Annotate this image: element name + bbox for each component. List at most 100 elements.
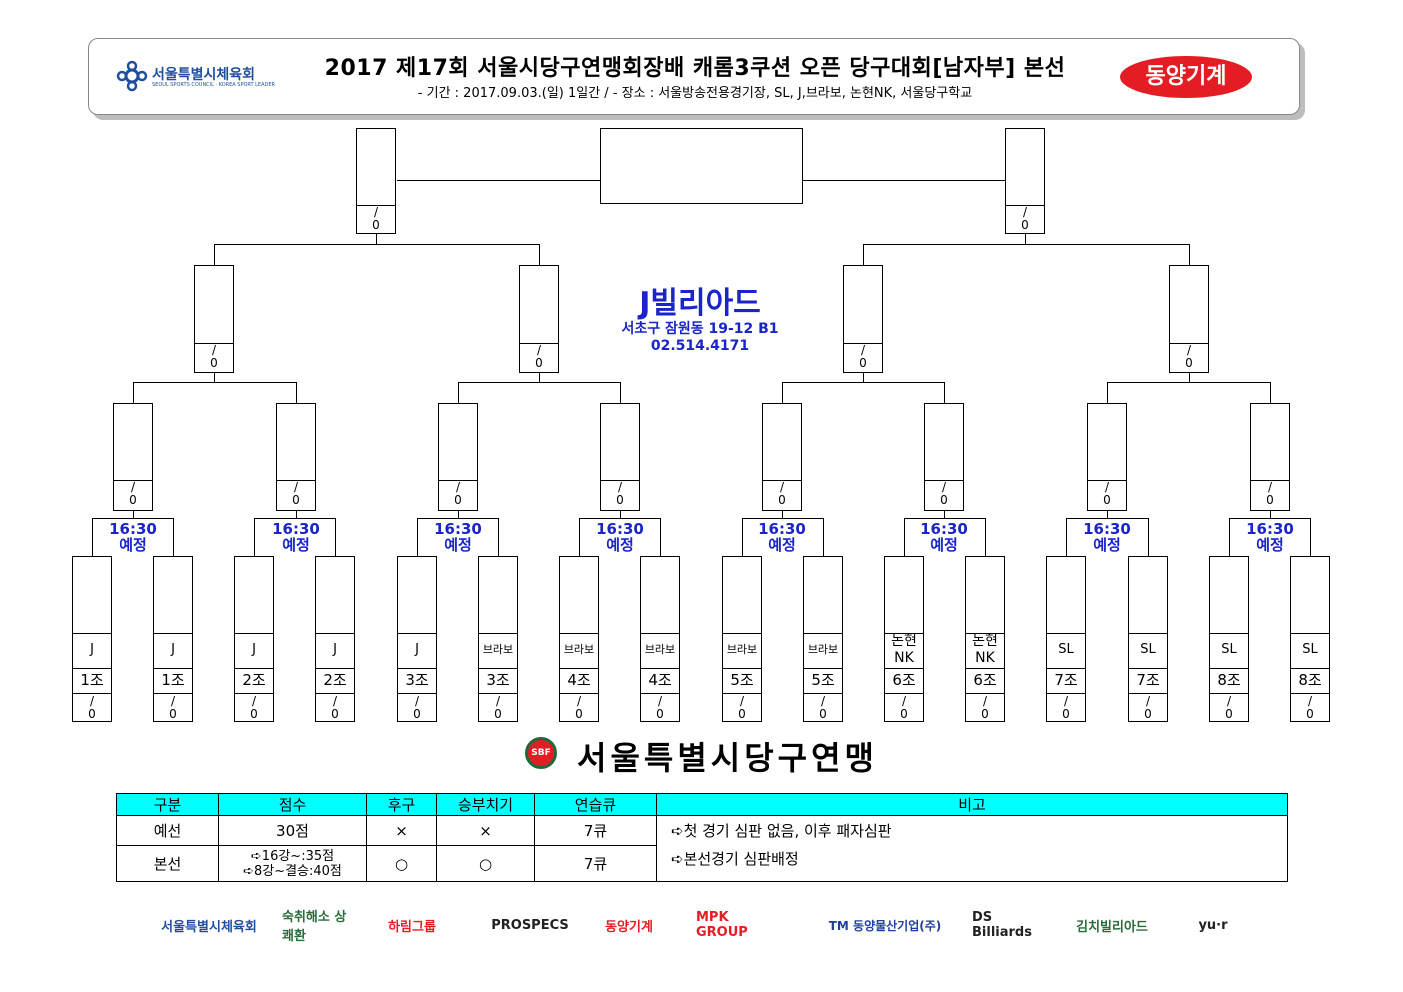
score-line: ➪16강~:35점 [250, 848, 335, 864]
bracket-line [92, 518, 174, 519]
entry-venue: SL [1058, 642, 1074, 657]
sponsor-logo: TM 동양물산기업(주) [828, 918, 942, 933]
dongyang-logo: 동양기계 [1120, 56, 1252, 98]
match-time: 16:30 [434, 520, 482, 538]
bracket-line [254, 518, 255, 557]
entry-divider [966, 693, 1004, 694]
cell-score: ➪16강~:35점 ➪8강~결승:40점 [218, 845, 367, 882]
entry-venue: J [171, 642, 175, 657]
score-divider [195, 343, 233, 344]
cell-score: 30점 [218, 815, 367, 846]
match-time-note: 예정 [282, 536, 310, 554]
score-value: /0 [778, 480, 786, 507]
entry-divider [235, 633, 273, 634]
match-time: 16:30 [758, 520, 806, 538]
player-box: /0 [194, 265, 234, 373]
bracket-line [417, 518, 418, 557]
entry-venue: J [252, 642, 256, 657]
entry-group: 6조 [973, 671, 997, 689]
bracket-line [904, 518, 905, 557]
entry-group: 5조 [730, 671, 754, 689]
cell-practice: 7큐 [534, 845, 657, 882]
bracket-line [660, 518, 661, 557]
entry-divider [235, 668, 273, 669]
entry-divider [398, 633, 436, 634]
bracket-line [1310, 518, 1311, 557]
bracket-line [985, 518, 986, 557]
player-box: /0 [762, 403, 802, 511]
entry-group: 4조 [567, 671, 591, 689]
entry-divider [1047, 693, 1085, 694]
entry-score: /0 [1225, 694, 1233, 721]
bracket-line [782, 511, 783, 519]
entry-score: /0 [331, 694, 339, 721]
match-time: 16:30 [109, 520, 157, 538]
entry-group: 8조 [1217, 671, 1241, 689]
entry-venue: 브라보 [644, 643, 676, 656]
entry-divider [804, 633, 842, 634]
entry-group: 1조 [80, 671, 104, 689]
bracket-line [863, 373, 864, 383]
score-value: /0 [859, 343, 867, 370]
bracket-line [539, 373, 540, 383]
entry-divider [154, 633, 192, 634]
bracket-line [214, 373, 215, 383]
entry-divider [73, 668, 111, 669]
entry-group: 6조 [892, 671, 916, 689]
entry-group: 8조 [1298, 671, 1322, 689]
player-box: /0 [438, 403, 478, 511]
cell-tiebreak: × [436, 815, 535, 846]
bracket-line [92, 518, 93, 557]
cell-hugu: ○ [366, 845, 437, 882]
entry-divider [723, 668, 761, 669]
entry-divider [316, 668, 354, 669]
entry-divider [560, 668, 598, 669]
bracket-line [782, 382, 783, 404]
bracket-line [498, 518, 499, 557]
bracket-line [1189, 373, 1190, 383]
score-divider [1170, 343, 1208, 344]
entry-score: /0 [169, 694, 177, 721]
page-subtitle: - 기간 : 2017.09.03.(일) 1일간 / - 장소 : 서울방송전… [417, 86, 973, 101]
header-hugu: 후구 [366, 793, 437, 816]
entry-divider [479, 633, 517, 634]
bracket-line [904, 518, 986, 519]
bracket-line [335, 518, 336, 557]
entry-venue: J [333, 642, 337, 657]
bracket-line [620, 382, 621, 404]
bracket-line [1025, 234, 1026, 245]
bracket-line [417, 518, 499, 519]
score-value: /0 [1103, 480, 1111, 507]
venue-tel: 02.514.4171 [650, 338, 750, 354]
score-value: /0 [372, 205, 380, 232]
entry-divider [479, 693, 517, 694]
bracket-line [1107, 382, 1108, 404]
entry-score: /0 [1062, 694, 1070, 721]
entry-venue: SL [1221, 642, 1237, 657]
player-box: /0 [1250, 403, 1290, 511]
sponsor-logo: 하림그룹 [388, 919, 436, 935]
score-value: /0 [1021, 205, 1029, 232]
bracket-line [296, 382, 297, 404]
score-divider [844, 343, 882, 344]
entry-divider [1047, 633, 1085, 634]
entry-divider [316, 693, 354, 694]
match-time-note: 예정 [119, 536, 147, 554]
entry-venue: SL [1302, 642, 1318, 657]
bracket-line [579, 518, 580, 557]
entry-divider [1291, 693, 1329, 694]
entry-box: SL 8조/0 [1209, 556, 1249, 722]
entry-venue: 브라보 [482, 643, 514, 656]
score-divider [1006, 205, 1044, 206]
entry-divider [1047, 668, 1085, 669]
bracket-line [863, 244, 1190, 245]
entry-divider [1291, 668, 1329, 669]
match-time: 16:30 [596, 520, 644, 538]
